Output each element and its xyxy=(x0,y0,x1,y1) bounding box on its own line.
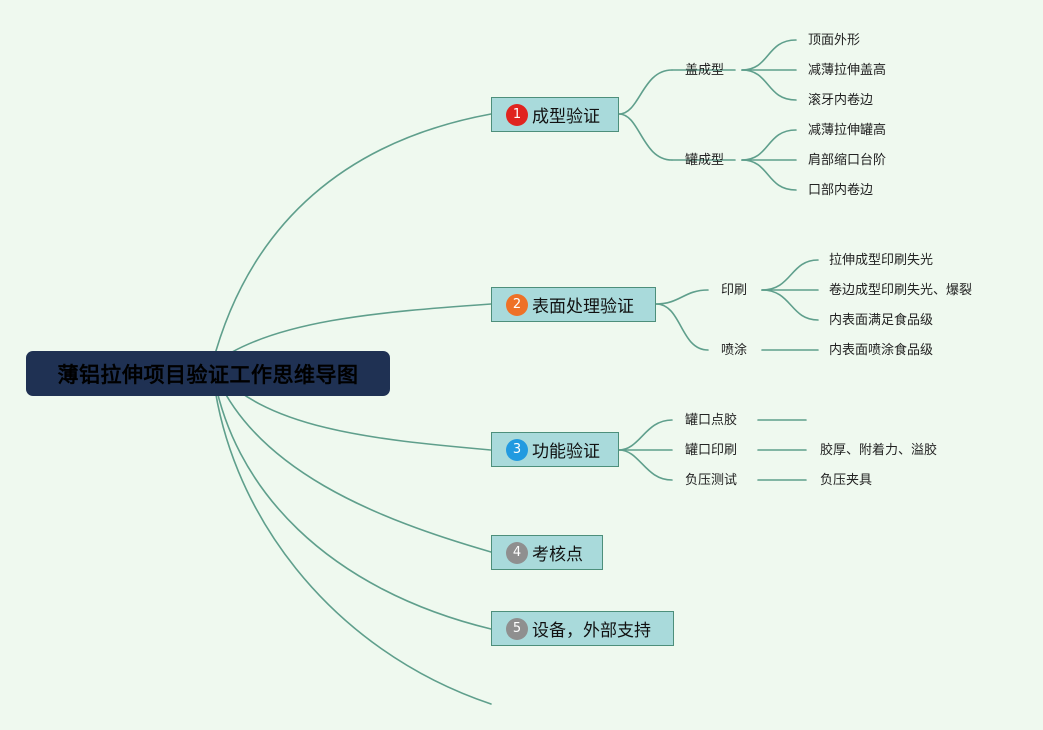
topic-label: 成型验证 xyxy=(532,107,600,127)
connector-b2-s1-leaf1 xyxy=(761,259,819,291)
leaf-inner-food-grade[interactable]: 内表面满足食品级 xyxy=(829,313,934,328)
number-badge-5: 5 xyxy=(506,617,528,640)
number-badge-4: 4 xyxy=(506,541,528,564)
connector-root-branch-5 xyxy=(211,364,492,630)
leaf-inner-spray-food-grade[interactable]: 内表面喷涂食品级 xyxy=(829,343,934,358)
root-topic[interactable]: 薄铝拉伸项目验证工作思维导图 xyxy=(26,351,390,396)
topic-equipment-external-support[interactable]: 5 设备，外部支持 xyxy=(491,611,674,646)
leaf-thinning-can-height[interactable]: 减薄拉伸罐高 xyxy=(808,123,887,138)
connector-root-tail xyxy=(211,364,492,705)
subtopic-printing[interactable]: 印刷 xyxy=(721,283,748,298)
subtopic-mouth-dispensing[interactable]: 罐口点胶 xyxy=(685,413,738,428)
topic-assessment-points[interactable]: 4 考核点 xyxy=(491,535,603,570)
leaf-top-surface-shape[interactable]: 顶面外形 xyxy=(808,33,861,48)
leaf-mouth-inner-curl[interactable]: 口部内卷边 xyxy=(808,183,874,198)
connector-b1-s2-leaf1 xyxy=(741,129,797,161)
topic-forming-verification[interactable]: 1 成型验证 xyxy=(491,97,619,132)
topic-label: 表面处理验证 xyxy=(532,297,634,317)
subtopic-lid-forming[interactable]: 盖成型 xyxy=(685,63,725,78)
topic-surface-treatment-verification[interactable]: 2 表面处理验证 xyxy=(491,287,656,322)
number-badge-2: 2 xyxy=(506,293,528,316)
topic-label: 考核点 xyxy=(532,545,583,565)
connector-b1-s1-leaf3 xyxy=(741,69,797,101)
connector-b1-s1-leaf1 xyxy=(741,39,797,71)
subtopic-spraying[interactable]: 喷涂 xyxy=(721,343,748,358)
topic-label: 设备，外部支持 xyxy=(532,621,651,641)
connector-root-branch-1 xyxy=(211,113,492,366)
connector-b2-sub1 xyxy=(655,289,709,305)
number-badge-3: 3 xyxy=(506,438,528,461)
leaf-draw-print-gloss-loss[interactable]: 拉伸成型印刷失光 xyxy=(829,253,934,268)
leaf-thread-inner-curl[interactable]: 滚牙内卷边 xyxy=(808,93,874,108)
connector-root-branch-4 xyxy=(211,364,492,553)
topic-function-verification[interactable]: 3 功能验证 xyxy=(491,432,619,467)
subtopic-negative-pressure-test[interactable]: 负压测试 xyxy=(685,473,738,488)
leaf-shoulder-neck-step[interactable]: 肩部缩口台阶 xyxy=(808,153,887,168)
connector-root-branch-2 xyxy=(211,303,492,366)
connector-b2-s1-leaf3 xyxy=(761,289,819,321)
number-badge-1: 1 xyxy=(506,103,528,126)
connector-b1-sub1 xyxy=(618,69,673,115)
connector-b1-sub2 xyxy=(618,113,673,161)
leaf-glue-thickness-adhesion-overflow[interactable]: 胶厚、附着力、溢胶 xyxy=(820,443,938,458)
subtopic-can-forming[interactable]: 罐成型 xyxy=(685,153,725,168)
connector-b2-sub2 xyxy=(655,303,709,351)
topic-label: 功能验证 xyxy=(532,442,600,462)
connector-b1-s2-leaf3 xyxy=(741,159,797,191)
leaf-thinning-lid-height[interactable]: 减薄拉伸盖高 xyxy=(808,63,887,78)
subtopic-mouth-printing[interactable]: 罐口印刷 xyxy=(685,443,738,458)
leaf-negative-pressure-fixture[interactable]: 负压夹具 xyxy=(820,473,873,488)
connector-b3-sub3 xyxy=(618,449,673,481)
connector-b3-sub1 xyxy=(618,419,673,451)
leaf-curl-print-gloss-loss-burst[interactable]: 卷边成型印刷失光、爆裂 xyxy=(829,283,973,298)
